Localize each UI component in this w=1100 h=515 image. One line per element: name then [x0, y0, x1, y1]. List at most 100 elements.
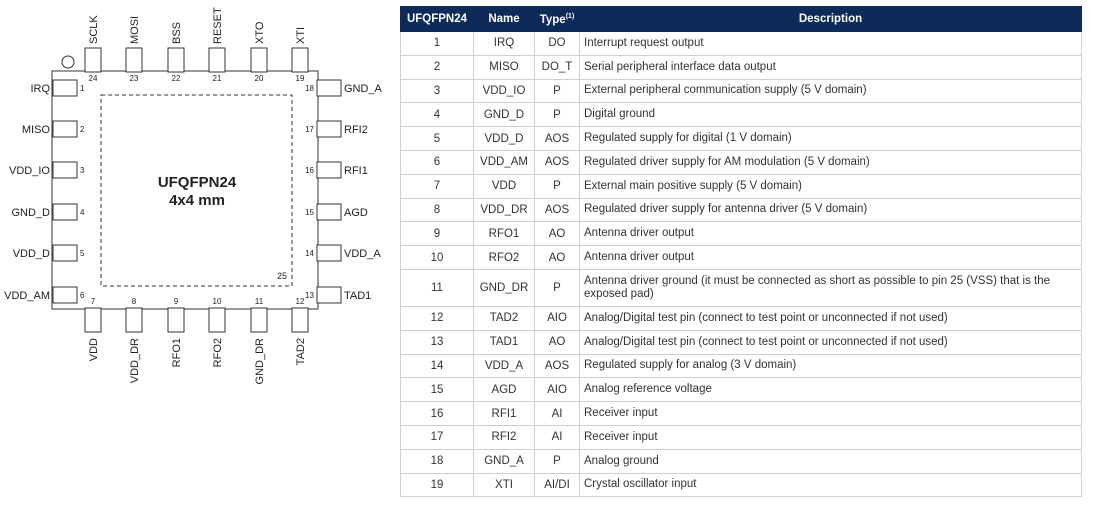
header-package: UFQFPN24: [400, 6, 474, 32]
package-body: [51, 70, 319, 310]
pin-pad-left: [52, 79, 78, 97]
cell-type: P: [534, 173, 580, 199]
pin-pad-top: [208, 47, 226, 73]
cell-pin: 2: [400, 54, 474, 80]
cell-name: TAD2: [473, 305, 535, 331]
pin-pad-right: [316, 286, 342, 304]
cell-pin: 17: [400, 424, 474, 450]
cell-description: Antenna driver output: [579, 245, 1082, 270]
cell-name: GND_DR: [473, 268, 535, 307]
pin-name-top: MOSI: [129, 16, 141, 44]
cell-name: RFO1: [473, 221, 535, 247]
cell-name: VDD: [473, 173, 535, 199]
cell-pin: 14: [400, 353, 474, 379]
pin-name-right: RFI1: [344, 165, 368, 177]
pin-pad-top: [167, 47, 185, 73]
pin-pad-left: [52, 286, 78, 304]
pin-number: 2: [80, 125, 85, 134]
pin-pad-right: [316, 244, 342, 262]
pin-name-top: RESET: [212, 7, 224, 44]
pin-name-left: VDD_AM: [4, 290, 50, 302]
pin-pad-top: [84, 47, 102, 73]
cell-name: VDD_IO: [473, 78, 535, 104]
pin-pad-right: [316, 120, 342, 138]
cell-pin: 5: [400, 126, 474, 151]
pin-number: 11: [255, 297, 264, 306]
cell-name: IRQ: [473, 31, 535, 56]
pin-number: 17: [305, 125, 314, 134]
cell-pin: 9: [400, 221, 474, 247]
pin-number: 6: [80, 291, 85, 300]
pin-pad-right: [316, 203, 342, 221]
cell-pin: 7: [400, 173, 474, 199]
cell-name: MISO: [473, 54, 535, 80]
cell-name: RFI1: [473, 401, 535, 426]
pin-pad-top: [250, 47, 268, 73]
pin-name-right: AGD: [344, 207, 368, 219]
cell-description: Analog/Digital test pin (connect to test…: [579, 329, 1082, 355]
cell-pin: 8: [400, 197, 474, 223]
pin-pad-bottom: [125, 307, 143, 333]
cell-description: Regulated driver supply for antenna driv…: [579, 197, 1082, 223]
pin-pad-left: [52, 203, 78, 221]
pin-name-left: VDD_D: [13, 248, 50, 260]
pin-number: 22: [172, 74, 181, 83]
package-name: UFQFPN24: [158, 174, 237, 191]
pin-number: 16: [305, 166, 314, 175]
pin-name-bottom: VDD: [88, 338, 100, 361]
pin-pad-left: [52, 161, 78, 179]
pin-pad-right: [316, 161, 342, 179]
pin-pad-right: [316, 79, 342, 97]
pin-number: 14: [305, 249, 314, 258]
pin-name-right: GND_A: [344, 83, 383, 95]
pin-number: 20: [255, 74, 264, 83]
cell-type: P: [534, 102, 580, 128]
table-header-row: UFQFPN24 Name Type(1) Description: [400, 6, 1082, 32]
pin-number: 12: [296, 297, 305, 306]
pin-number: 15: [305, 208, 314, 217]
cell-type: AIO: [534, 305, 580, 331]
cell-type: P: [534, 268, 580, 307]
pin-number: 13: [305, 291, 314, 300]
cell-pin: 12: [400, 305, 474, 331]
pin1-marker: [61, 55, 75, 69]
exposed-pad-number: 25: [277, 271, 287, 281]
pin-number: 23: [130, 74, 139, 83]
pin-name-left: VDD_IO: [9, 165, 50, 177]
cell-description: Antenna driver ground (it must be connec…: [579, 268, 1082, 307]
pin-name-left: MISO: [22, 124, 51, 136]
cell-description: Receiver input: [579, 424, 1082, 450]
cell-type: AO: [534, 329, 580, 355]
pin-pad-bottom: [208, 307, 226, 333]
pin-number: 10: [213, 297, 222, 306]
cell-pin: 18: [400, 448, 474, 474]
pin-name-bottom: RFO1: [171, 338, 183, 367]
cell-type: AOS: [534, 353, 580, 379]
pin-name-right: RFI2: [344, 124, 368, 136]
cell-type: DO_T: [534, 54, 580, 80]
pin-number: 21: [213, 74, 222, 83]
pin-name-bottom: VDD_DR: [129, 338, 141, 383]
cell-name: VDD_D: [473, 126, 535, 151]
pin-name-left: IRQ: [30, 83, 50, 95]
cell-pin: 4: [400, 102, 474, 128]
header-name: Name: [473, 6, 535, 32]
header-description: Description: [579, 6, 1082, 32]
cell-type: AO: [534, 221, 580, 247]
cell-name: TAD1: [473, 329, 535, 355]
cell-description: Serial peripheral interface data output: [579, 54, 1082, 80]
cell-type: AOS: [534, 149, 580, 175]
cell-name: VDD_DR: [473, 197, 535, 223]
